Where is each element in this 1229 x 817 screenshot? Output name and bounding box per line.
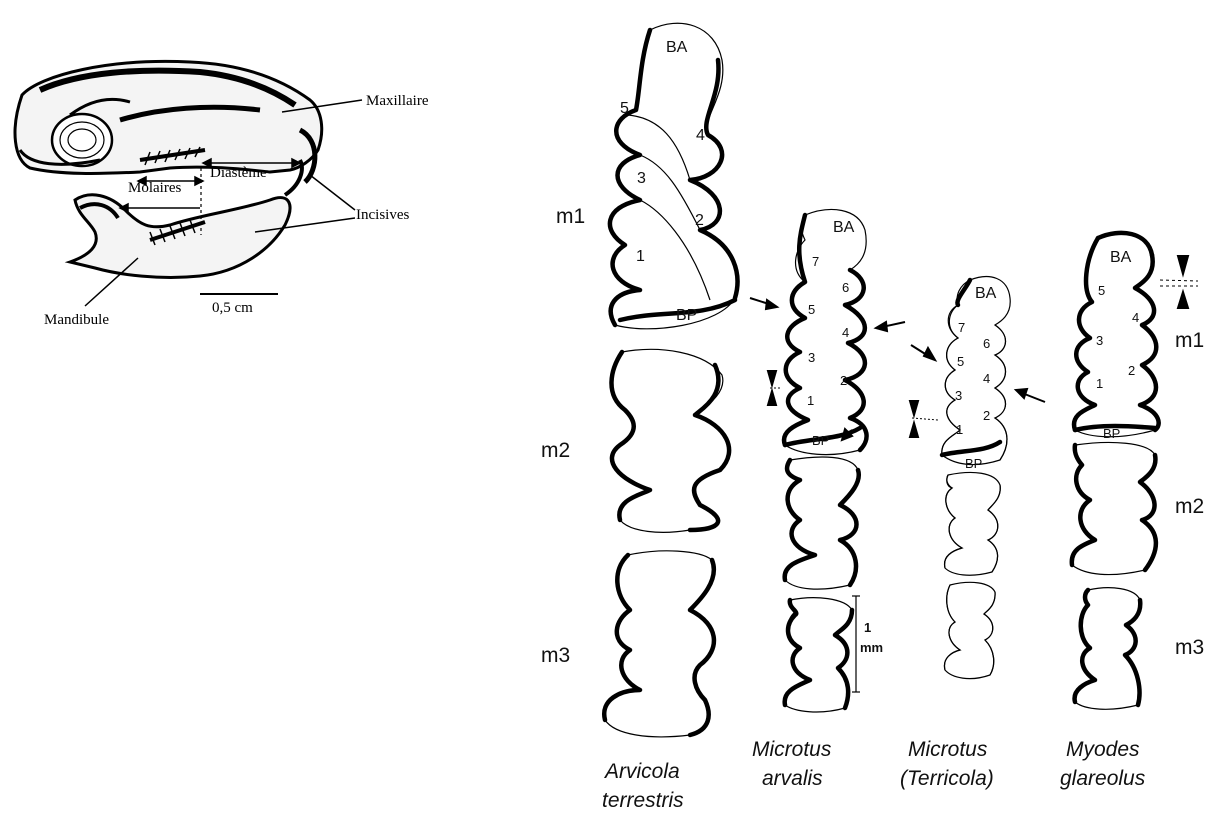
arvicola-cusp-BA: BA [666,39,688,56]
terricola-cusp-1: 1 [956,422,963,437]
molars-microtus-terricola: BA 7 6 5 4 3 2 1 BP [942,277,1010,679]
label-incisives: Incisives [356,207,409,223]
label-diasteme: Diastème [210,165,267,181]
myodes-cusp-1: 1 [1096,376,1103,391]
terricola-cusp-4: 4 [983,371,990,386]
row-label-m3-right: m3 [1175,636,1204,659]
terricola-m3-outline [944,582,995,678]
species-terricola-line2: (Terricola) [900,767,994,790]
row-label-m2-right: m2 [1175,495,1204,518]
arvalis-cusp-5: 5 [808,302,815,317]
arvalis-cusp-4: 4 [842,325,849,340]
skull-panel: Maxillaire Molaires Diastème Incisives M… [0,30,470,330]
arvicola-cusp-1: 1 [636,248,645,265]
arvalis-cusp-BP: BP [812,433,829,448]
terricola-cusp-7: 7 [958,320,965,335]
species-arvicola-line1: Arvicola [603,760,680,783]
scale-bar-unit: mm [860,640,883,655]
species-myodes-line1: Myodes [1066,738,1140,761]
arvalis-cusp-6: 6 [842,280,849,295]
row-labels-right: m1 m2 m3 [1175,329,1204,659]
species-myodes-line2: glareolus [1060,767,1146,790]
arvicola-cusp-5: 5 [620,100,629,117]
myodes-cusp-2: 2 [1128,363,1135,378]
scale-bar-label: 0,5 cm [212,300,253,316]
row-labels-left: m1 m2 m3 [541,205,585,667]
molars-microtus-arvalis: BA 7 6 5 4 3 2 1 BP 1 mm [784,210,883,712]
terricola-cusp-6: 6 [983,336,990,351]
scale-bar-value: 1 [864,620,871,635]
terricola-cusp-2: 2 [983,408,990,423]
molars-myodes-glareolus: BA 5 4 3 2 1 BP [1072,233,1159,709]
species-arvicola-line2: terrestris [602,789,684,812]
terricola-cusp-3: 3 [955,388,962,403]
arvalis-cusp-7: 7 [812,254,819,269]
arvalis-cusp-2: 2 [840,373,847,388]
species-arvalis-line2: arvalis [762,767,823,790]
molars-arvicola-terrestris: BA 5 4 3 2 1 BP [604,23,737,737]
species-terricola-line1: Microtus [908,738,988,761]
myodes-cusp-3: 3 [1096,333,1103,348]
arvicola-cusp-2: 2 [695,212,704,229]
arvicola-cusp-3: 3 [637,170,646,187]
myodes-cusp-5: 5 [1098,283,1105,298]
row-label-m1-right: m1 [1175,329,1204,352]
arvicola-cusp-4: 4 [696,127,705,144]
arvalis-cusp-3: 3 [808,350,815,365]
arvalis-cusp-BA: BA [833,219,855,236]
terricola-cusp-BP: BP [965,456,982,471]
row-label-m2-left: m2 [541,439,570,462]
label-mandibule: Mandibule [44,312,109,328]
myodes-cusp-BA: BA [1110,249,1132,266]
species-arvalis-line1: Microtus [752,738,832,761]
species-labels: Arvicola terrestris Microtus arvalis Mic… [602,738,1146,812]
row-label-m1-left: m1 [556,205,585,228]
arvicola-cusp-BP: BP [676,307,697,324]
terricola-cusp-5: 5 [957,354,964,369]
arvicola-m2-outline [611,349,729,532]
label-molaires: Molaires [128,180,181,196]
terricola-cusp-BA: BA [975,285,997,302]
myodes-cusp-4: 4 [1132,310,1139,325]
myodes-cusp-BP: BP [1103,426,1120,441]
arvalis-cusp-1: 1 [807,393,814,408]
label-maxillaire: Maxillaire [366,93,429,109]
row-label-m3-left: m3 [541,644,570,667]
